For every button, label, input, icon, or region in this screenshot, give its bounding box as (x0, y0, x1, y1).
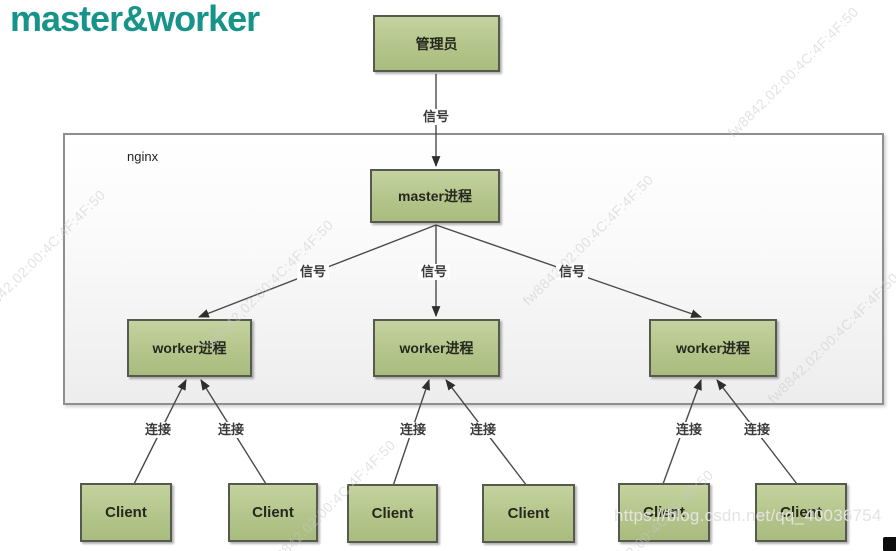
node-client-3: Client (347, 484, 438, 543)
node-worker-1-label: worker进程 (152, 340, 227, 356)
node-master-label: master进程 (398, 188, 472, 204)
node-worker-2-label: worker进程 (399, 340, 474, 356)
edge-label-connection-2: 连接 (214, 422, 248, 438)
edge-label-connection-1: 连接 (141, 422, 175, 438)
node-worker-3: worker进程 (649, 319, 777, 377)
nginx-container-label: nginx (127, 149, 159, 164)
node-admin-label: 管理员 (415, 35, 458, 52)
edge-label-connection-4: 连接 (466, 422, 500, 438)
node-client-2-label: Client (252, 504, 294, 521)
node-worker-1: worker进程 (127, 319, 252, 377)
node-client-4: Client (482, 484, 575, 543)
node-client-2: Client (228, 483, 318, 542)
corner-cursor-artifact (883, 537, 896, 551)
edge-label-signal-worker1: 信号 (296, 264, 330, 280)
node-client-1: Client (80, 483, 172, 542)
node-client-5: Client (618, 483, 710, 542)
node-admin: 管理员 (373, 15, 500, 72)
node-client-1-label: Client (105, 504, 147, 521)
node-client-3-label: Client (371, 505, 414, 522)
node-worker-3-label: worker进程 (676, 340, 750, 356)
edge-label-signal-worker2: 信号 (417, 264, 451, 280)
edge-label-connection-5: 连接 (672, 422, 706, 438)
node-client-5-label: Client (643, 504, 685, 521)
edge-label-connection-3: 连接 (396, 422, 430, 438)
node-master: master进程 (370, 169, 500, 223)
edge-label-connection-6: 连接 (740, 422, 774, 438)
edge-label-signal-admin: 信号 (419, 109, 453, 125)
node-client-4-label: Client (507, 505, 550, 522)
node-client-6-label: Client (780, 504, 822, 521)
node-worker-2: worker进程 (373, 319, 500, 377)
page-title: master&worker (10, 0, 260, 39)
node-client-6: Client (755, 483, 847, 542)
edge-label-signal-worker3: 信号 (555, 264, 589, 280)
